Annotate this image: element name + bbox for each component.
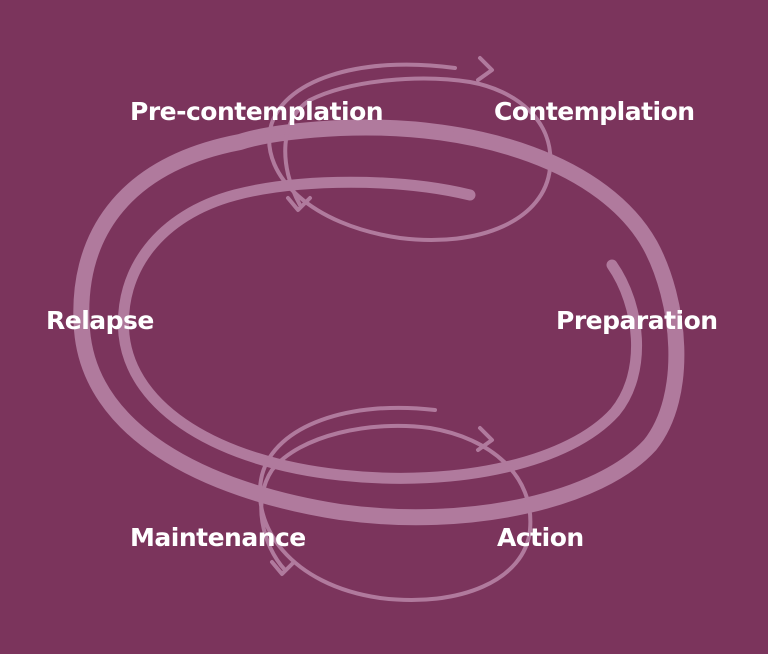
- upper-small-loop: [267, 62, 553, 243]
- main-cycle-sketch-stroke: [247, 123, 523, 153]
- stage-label-preparation: Preparation: [556, 306, 718, 335]
- stage-label-maintenance: Maintenance: [130, 523, 306, 552]
- lower-loop-arrow-down: [270, 560, 296, 576]
- upper-loop-arrow-down: [286, 196, 312, 212]
- stage-label-action: Action: [497, 523, 584, 552]
- lower-small-loop: [257, 405, 533, 603]
- stage-label-contemplation: Contemplation: [494, 97, 695, 126]
- stage-label-precontemplation: Pre-contemplation: [130, 97, 384, 126]
- lower-loop-arrow-right: [476, 426, 494, 452]
- main-cycle-loop-inner: [117, 176, 643, 484]
- stage-label-relapse: Relapse: [46, 306, 154, 335]
- upper-loop-arrow-right: [476, 56, 494, 82]
